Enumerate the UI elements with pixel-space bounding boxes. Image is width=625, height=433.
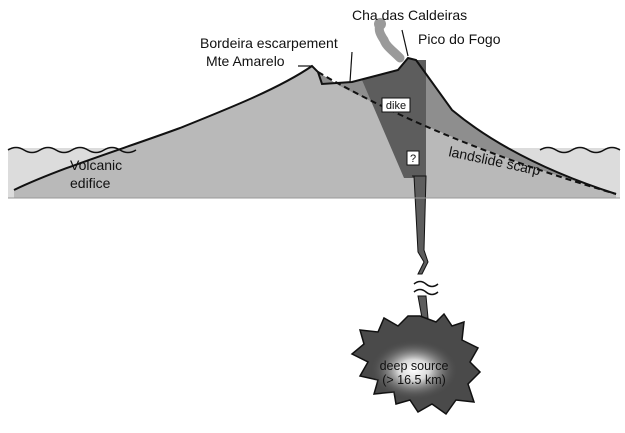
conduit [412, 176, 428, 274]
depth-break-symbol-bottom [414, 290, 438, 295]
label-cha-das-caldeiras: Cha das Caldeiras [352, 7, 467, 23]
question-mark: ? [410, 153, 416, 165]
label-deep-source-line2: (> 16.5 km) [382, 373, 446, 387]
leader-bordeira [350, 52, 352, 82]
label-mte-amarelo: Mte Amarelo [206, 53, 285, 69]
dike-label: dike [386, 100, 406, 112]
label-edifice: edifice [70, 175, 111, 191]
label-pico-do-fogo: Pico do Fogo [418, 31, 501, 47]
depth-break-symbol-top [414, 282, 438, 287]
leader-cha-das-caldeiras [402, 30, 408, 56]
deep-conduit [418, 296, 428, 318]
label-volcanic: Volcanic [70, 157, 122, 173]
label-bordeira-escarpement: Bordeira escarpement [200, 35, 338, 51]
label-deep-source-line1: deep source [380, 359, 449, 373]
